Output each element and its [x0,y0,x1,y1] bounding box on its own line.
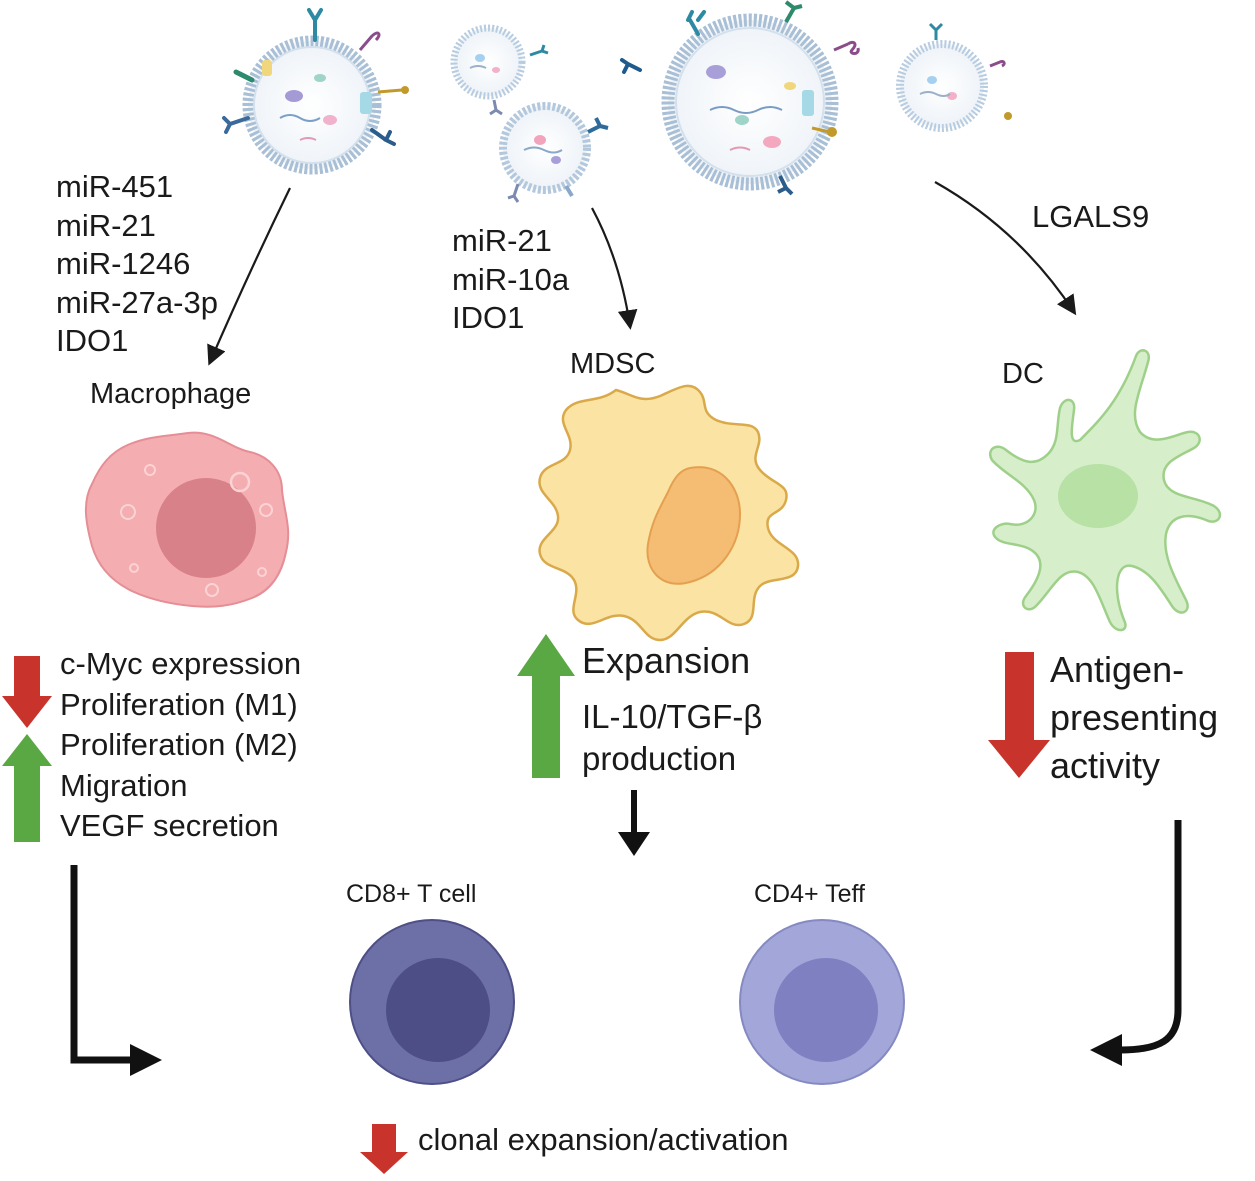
cargo-item: miR-27a-3p [56,284,218,320]
mdsc-effect-expansion: Expansion [582,640,751,681]
effect-item: presenting [1050,697,1219,738]
mdsc-effect-cytokines: IL-10/TGF-β [582,698,763,735]
cargo-item: miR-451 [56,169,174,204]
cargo-item: IDO1 [56,323,129,358]
cargo-item: miR-21 [56,207,156,243]
exosome-large-right [620,0,860,196]
cd8-t-cell-label: CD8+ T cell [346,880,477,908]
flow-macrophage-to-tcells [70,865,134,1064]
cargo-item: miR-1246 [56,246,191,281]
cd4-teff-cell [739,919,905,1085]
cargo-item: IDO1 [452,300,525,335]
effect-item: Proliferation (M1) [60,686,298,722]
mdsc-effect-production: production [582,740,737,777]
macrophage-cell [84,431,290,608]
cd8-t-cell [349,919,515,1085]
macrophage-down-arrow [2,656,52,728]
effect-item: Proliferation (M2) [60,727,298,762]
macrophage-cargo-list: miR-451 miR-21 miR-1246 miR-27a-3p IDO1 [56,168,218,361]
outcome-label: clonal expansion/activation [418,1122,789,1157]
exosome-large-left [222,8,409,175]
arrow-exosome-to-macrophage [207,187,291,366]
macrophage-effects-up: Proliferation (M2) Migration VEGF secret… [60,725,298,847]
mdsc-label: MDSC [570,348,656,380]
effect-item: activity [1050,745,1161,786]
cd4-teff-label: CD4+ Teff [754,880,865,908]
effect-item: Antigen- [1050,649,1185,690]
macrophage-effects-down: c-Myc expression Proliferation (M1) [60,644,301,725]
mdsc-cell [538,384,800,642]
exosome-middle [499,102,609,203]
dc-effects-down: Antigen- presenting activity [1050,646,1218,790]
arrow-exosome-to-mdsc [591,207,638,330]
dc-cell [989,349,1222,632]
dc-down-arrow [988,652,1050,778]
cargo-item: miR-10a [452,261,570,297]
effect-item: c-Myc expression [60,646,302,681]
mdsc-cargo-list: miR-21 miR-10a IDO1 [452,222,569,338]
effect-item: Migration [60,767,188,803]
cargo-item: miR-21 [452,223,552,258]
exosome-small-top [450,24,549,116]
dc-cargo-label: LGALS9 [1032,199,1150,234]
outcome-down-arrow [360,1124,408,1174]
dc-label: DC [1002,358,1044,390]
macrophage-label: Macrophage [90,378,252,410]
effect-item: VEGF secretion [60,808,279,843]
exosome-small-right [896,22,1012,132]
mdsc-up-arrow [517,634,575,778]
macrophage-up-arrow [2,734,52,842]
flow-dc-to-tcells [1119,820,1182,1054]
arrow-exosome-to-dc [934,181,1077,316]
